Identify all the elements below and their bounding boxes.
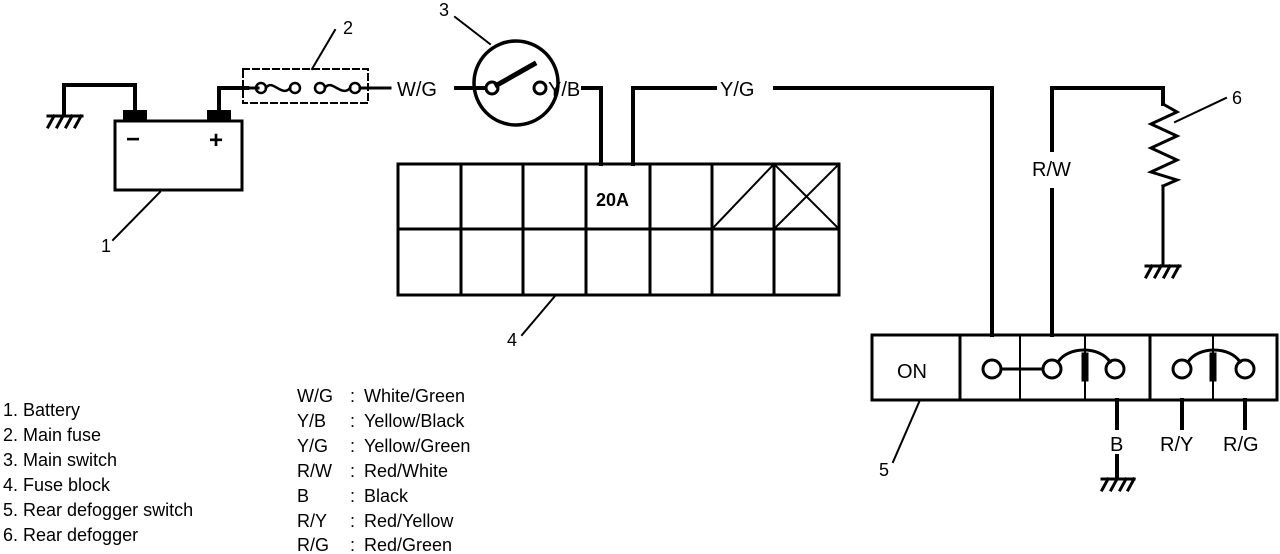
component-item: 6. Rear defogger [3, 525, 138, 545]
wire-label-yb: Y/B [548, 79, 580, 101]
legend-code: R/Y [297, 511, 327, 531]
rear-defogger-resistor [1143, 101, 1182, 280]
wire-label-ry: R/Y [1160, 434, 1193, 456]
callout-6: 6 [1232, 88, 1242, 108]
component-item: 4. Fuse block [3, 475, 111, 495]
fuse-rating-label: 20A [596, 190, 629, 210]
legend-sep: : [350, 486, 355, 506]
legend-code: Y/G [297, 436, 328, 456]
battery-plus-sign: + [209, 127, 223, 154]
legend-sep: : [350, 411, 355, 431]
legend-sep: : [350, 535, 355, 554]
component-item: 3. Main switch [3, 450, 117, 470]
callout-3: 3 [439, 0, 449, 20]
legend-name: Yellow/Black [364, 411, 465, 431]
component-item: 5. Rear defogger switch [3, 500, 193, 520]
main-switch [472, 39, 560, 127]
callout-1: 1 [101, 236, 111, 256]
component-list: 1. Battery 2. Main fuse 3. Main switch 4… [3, 400, 193, 545]
rear-defogger-switch [870, 333, 1279, 402]
legend-name: Red/Green [364, 535, 452, 554]
callout-line-4 [520, 294, 557, 337]
callout-line-3 [453, 15, 492, 46]
ground-symbol-battery [45, 113, 84, 130]
legend-sep: : [350, 511, 355, 531]
callout-line-2 [310, 28, 337, 71]
switch-on-label: ON [897, 361, 927, 383]
battery [62, 83, 249, 192]
main-fuse [242, 68, 392, 104]
legend-sep: : [350, 461, 355, 481]
callout-2: 2 [343, 18, 353, 38]
wire-label-b: B [1110, 434, 1123, 456]
component-item: 2. Main fuse [3, 425, 101, 445]
legend-code: R/W [297, 461, 332, 481]
legend-name: Black [364, 486, 409, 506]
legend-sep: : [350, 436, 355, 456]
legend-name: Yellow/Green [364, 436, 470, 456]
callout-line-5 [891, 398, 922, 464]
wire-label-rw: R/W [1032, 159, 1071, 181]
wire-label-yg: Y/G [720, 79, 754, 101]
legend-code: Y/B [297, 411, 326, 431]
callout-5: 5 [879, 460, 889, 480]
legend-sep: : [350, 386, 355, 406]
callout-4: 4 [507, 330, 517, 350]
legend-name: White/Green [364, 386, 465, 406]
wire-label-wg: W/G [397, 79, 437, 101]
callout-line-1 [111, 190, 162, 242]
fuse-block [396, 162, 841, 297]
legend-code: R/G [297, 535, 329, 554]
component-item: 1. Battery [3, 400, 80, 420]
color-legend: W/G : White/Green Y/B : Yellow/Black Y/G… [297, 386, 470, 554]
ground-symbol-switch [1099, 476, 1137, 493]
legend-code: W/G [297, 386, 333, 406]
battery-minus-sign: − [126, 126, 140, 153]
legend-name: Red/Yellow [364, 511, 454, 531]
callout-line-6 [1173, 96, 1228, 124]
wire-label-rg: R/G [1223, 434, 1259, 456]
legend-name: Red/White [364, 461, 448, 481]
legend-code: B [297, 486, 309, 506]
